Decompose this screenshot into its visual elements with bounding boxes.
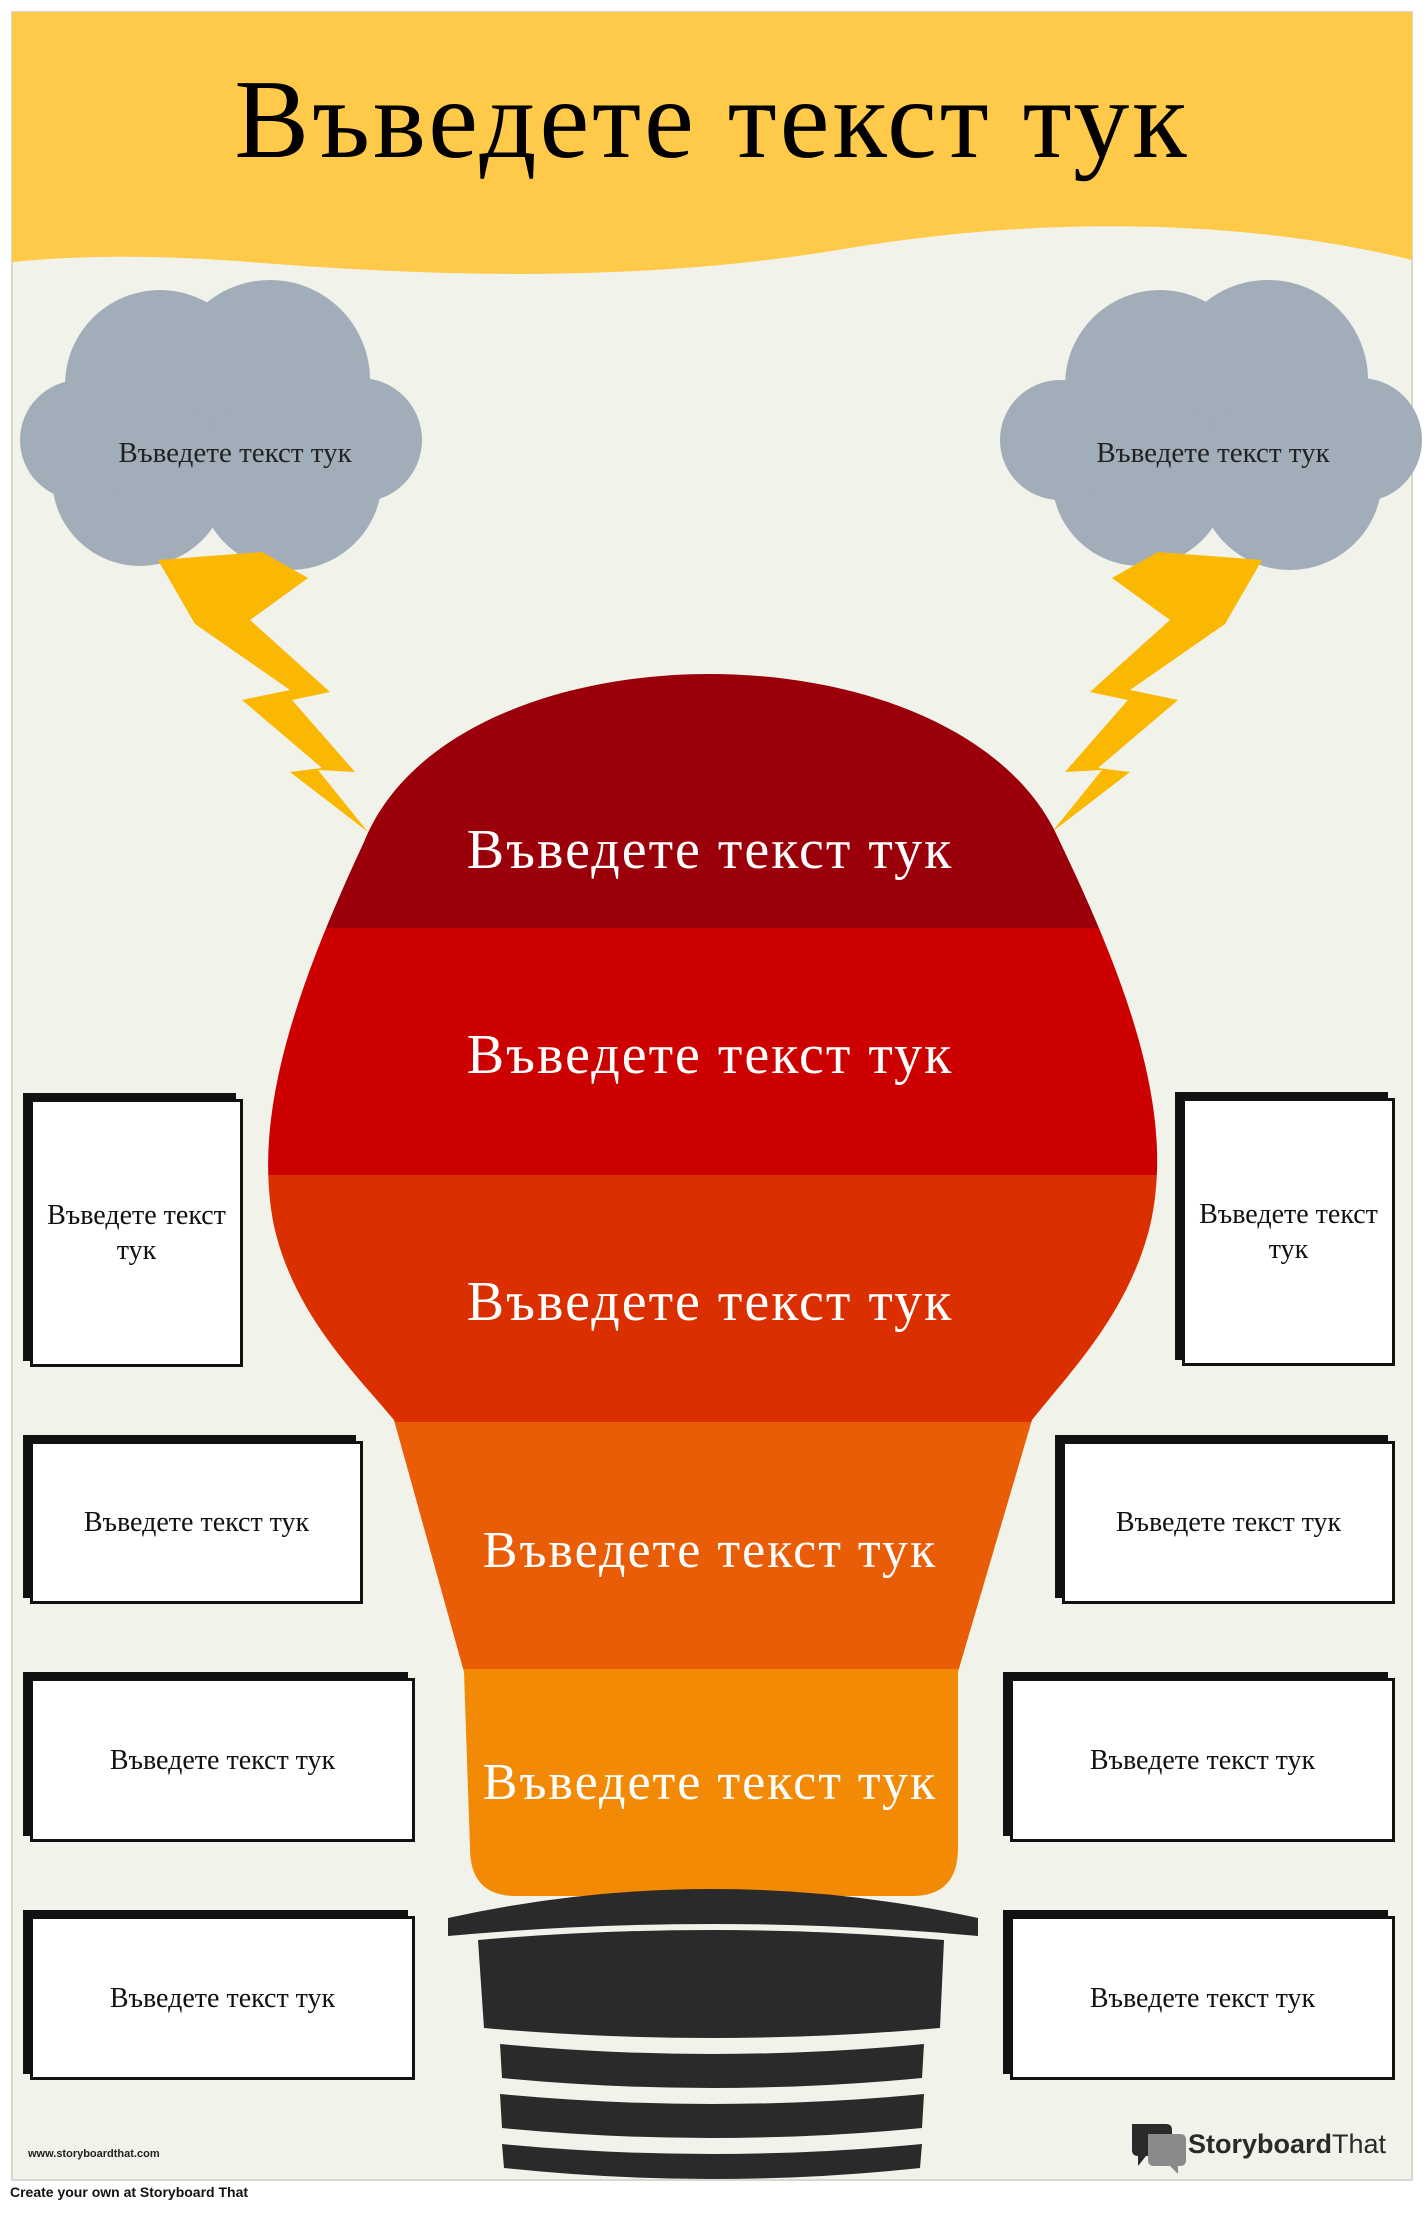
bulb-base [448, 1889, 978, 2179]
cloud-left [20, 280, 422, 570]
cloud-right-label: Въведете текст тук [1096, 436, 1330, 469]
storyboardthat-brand[interactable]: Storyboard That [1132, 2120, 1386, 2168]
bulb-band-1-label: Въведете текст тук [466, 819, 954, 881]
bulb-band-2-label: Въведете текст тук [466, 1024, 954, 1086]
left-box-3[interactable]: Въведете текст тук [30, 1678, 415, 1842]
bulb-band-2 [268, 928, 1158, 1175]
right-box-3[interactable]: Въведете текст тук [1010, 1678, 1395, 1842]
right-box-2[interactable]: Въведете текст тук [1062, 1441, 1395, 1604]
lightning-right-icon [1052, 552, 1262, 832]
brand-regular-text: That [1332, 2128, 1387, 2159]
left-box-1[interactable]: Въведете текст тук [30, 1099, 243, 1367]
lightning-left-icon [158, 552, 368, 832]
bulb-band-3 [268, 1175, 1158, 1422]
left-box-4[interactable]: Въведете текст тук [30, 1916, 415, 2080]
cloud-left-label: Въведете текст тук [118, 436, 352, 469]
cloud-right [1000, 280, 1422, 570]
footer-url[interactable]: www.storyboardthat.com [28, 2148, 160, 2160]
page-title: Въведете текст тук [234, 57, 1190, 182]
bulb-band-5-label: Въведете текст тук [482, 1753, 938, 1811]
right-box-4[interactable]: Въведете текст тук [1010, 1916, 1395, 2080]
left-box-2[interactable]: Въведете текст тук [30, 1441, 363, 1604]
footer-create-link[interactable]: Create your own at Storyboard That [10, 2184, 249, 2200]
storyboardthat-logo-icon [1132, 2124, 1186, 2174]
brand-bold-text: Storyboard [1188, 2128, 1333, 2159]
right-box-1[interactable]: Въведете текст тук [1182, 1098, 1395, 1366]
bulb-band-3-label: Въведете текст тук [466, 1271, 954, 1333]
header-banner [12, 12, 1412, 274]
bulb-band-4-label: Въведете текст тук [482, 1521, 938, 1579]
